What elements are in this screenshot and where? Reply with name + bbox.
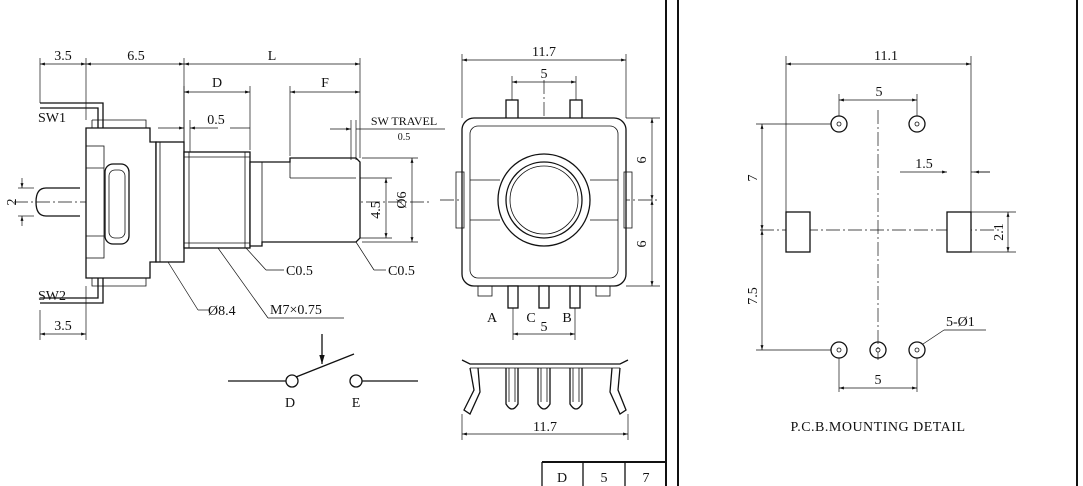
pin-a — [507, 285, 519, 309]
left-mounting-tab — [463, 367, 481, 415]
pcb-mounting-detail: 11.1 5 1.5 7 7.5 2.1 5-Ø1 5 P.C.B.M — [746, 49, 1016, 435]
dim-3-5-top: 3.5 — [54, 49, 72, 64]
shaft — [249, 157, 361, 247]
pin-stub — [35, 187, 80, 217]
dim-6-5: 6.5 — [127, 49, 145, 64]
pin-b — [569, 285, 581, 309]
dim-d: D — [212, 76, 222, 91]
collar — [155, 141, 185, 263]
pcb-hole-bottom-left — [830, 341, 848, 359]
dim-3-5-bottom: 3.5 — [54, 319, 72, 334]
pin-c-label: C — [526, 311, 535, 326]
pcb-hole-bottom-right — [908, 341, 926, 359]
front-dim-pin-bottom: 5 — [541, 320, 548, 335]
sw1-terminal — [40, 102, 104, 130]
threaded-bushing — [183, 151, 251, 249]
front-view: 11.7 5 6 6 A C B 5 — [440, 45, 660, 340]
pcb-dim-7-5: 7.5 — [746, 287, 761, 305]
pcb-hole-top-left — [830, 115, 848, 133]
dim-f: F — [321, 76, 329, 91]
sw1-label: SW1 — [38, 111, 66, 126]
dim-l: L — [268, 49, 277, 64]
pcb-dim-bottom-pins: 5 — [875, 373, 882, 388]
pin-b-label: B — [562, 311, 571, 326]
front-dim-pin-top: 5 — [541, 67, 548, 82]
pcb-hole-note: 5-Ø1 — [946, 315, 975, 330]
pcb-mount-slot-left — [785, 211, 811, 253]
drawing-frame — [542, 0, 1078, 486]
encoder-window — [104, 163, 130, 245]
side-view: 3.5 6.5 L D F 0.5 SW TRAVEL 0.5 SW1 SW2 — [5, 49, 445, 340]
sw2-terminal — [40, 275, 104, 304]
sw2-label: SW2 — [38, 289, 66, 304]
thread-m7: M7×0.75 — [270, 303, 322, 318]
knob-outer-ring — [497, 153, 591, 247]
pcb-dim-2-1: 2.1 — [992, 223, 1007, 241]
pin-a-label: A — [487, 311, 498, 326]
terminal-d: D — [285, 396, 295, 411]
sw-travel-value: 0.5 — [398, 132, 411, 143]
bottom-pin-1 — [505, 368, 519, 410]
switch-symbol: D E — [228, 334, 418, 411]
bottom-pin-3 — [569, 368, 583, 410]
bottom-pin-2 — [537, 368, 551, 410]
front-dim-6-upper: 6 — [635, 157, 650, 164]
title-cell-d: D — [557, 471, 567, 486]
title-block: D 5 7 — [541, 462, 650, 486]
pin-c — [538, 285, 550, 309]
terminal-e: E — [352, 396, 361, 411]
pcb-mount-slot-right — [946, 211, 972, 253]
bottom-dim-width: 11.7 — [533, 420, 557, 435]
pcb-dim-width: 11.1 — [874, 49, 898, 64]
pcb-dim-7: 7 — [746, 175, 761, 182]
dim-2: 2 — [5, 199, 20, 206]
encoder-housing — [85, 127, 157, 279]
pcb-hole-bottom-center — [869, 341, 887, 359]
sw-travel-label: SW TRAVEL — [371, 114, 437, 128]
dim-phi-8-4: Ø8.4 — [208, 304, 236, 319]
title-cell-7: 7 — [643, 471, 650, 486]
right-mounting-tab — [609, 367, 627, 415]
bottom-pin-view: 11.7 — [461, 359, 629, 440]
dim-4-5: 4.5 — [369, 201, 384, 219]
dim-phi-6: Ø6 — [395, 191, 410, 208]
title-cell-5: 5 — [601, 471, 608, 486]
dim-0-5: 0.5 — [207, 113, 225, 128]
front-dim-6-lower: 6 — [635, 241, 650, 248]
chamfer-c0-5-shaft: C0.5 — [388, 264, 415, 279]
front-body — [461, 117, 627, 287]
pcb-dim-1-5: 1.5 — [915, 157, 933, 172]
pcb-dim-top-pins: 5 — [876, 85, 883, 100]
front-dim-width: 11.7 — [532, 45, 556, 60]
chamfer-c0-5-bushing: C0.5 — [286, 264, 313, 279]
pcb-hole-top-right — [908, 115, 926, 133]
pcb-title: P.C.B.MOUNTING DETAIL — [790, 420, 965, 435]
